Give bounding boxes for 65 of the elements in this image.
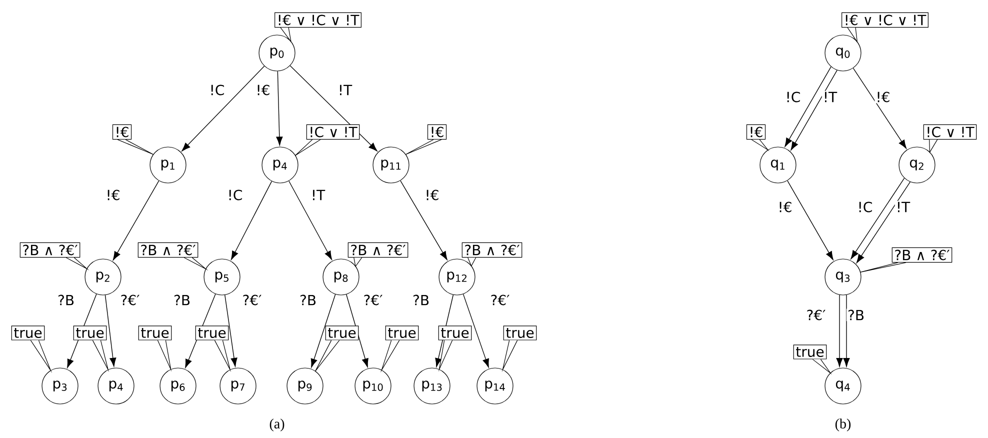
arrow bbox=[852, 68, 907, 149]
arrow bbox=[230, 180, 272, 260]
arrow bbox=[790, 70, 838, 150]
arrow bbox=[276, 70, 283, 146]
edge-label: ?€′ bbox=[362, 294, 384, 306]
callout-box: !€ bbox=[112, 124, 154, 155]
arrow bbox=[310, 294, 336, 368]
callout-box: true bbox=[11, 326, 52, 374]
arrow bbox=[288, 180, 332, 260]
edge-label: !C bbox=[856, 200, 874, 214]
edge-label: ?€′ bbox=[805, 308, 827, 322]
edge-label: !C bbox=[226, 188, 244, 202]
arrow bbox=[400, 180, 448, 260]
edge-label: !T bbox=[336, 84, 354, 96]
edge-label: !€ bbox=[874, 90, 892, 104]
arrow bbox=[856, 182, 910, 264]
edge-label: ?€′ bbox=[489, 294, 511, 306]
edge-label: !T bbox=[822, 90, 838, 104]
callout-box: true bbox=[315, 326, 359, 372]
caption: (b) bbox=[835, 418, 851, 432]
callout-box: true bbox=[438, 326, 472, 372]
edge-label: !€ bbox=[104, 188, 122, 202]
arrow bbox=[182, 66, 265, 152]
callout-box: !C ∨ !T bbox=[923, 124, 977, 154]
edge-label: ?B bbox=[412, 294, 431, 306]
callout-box: !€ ∨ !C ∨ !T bbox=[842, 12, 928, 44]
callout-box: !€ bbox=[746, 124, 770, 152]
edge-label: !T bbox=[310, 188, 326, 202]
arrow bbox=[104, 294, 116, 367]
arrow bbox=[462, 294, 489, 368]
edge-label: !€ bbox=[424, 188, 440, 202]
edge-label: !€ bbox=[776, 200, 794, 214]
arrow bbox=[850, 178, 905, 260]
callout-box: ?B ∧ ?€′ bbox=[20, 242, 90, 270]
edge-label: !T bbox=[894, 200, 912, 214]
arrow bbox=[112, 180, 160, 260]
edge-label: ?B bbox=[172, 294, 192, 306]
callout-box: !C ∨ !T bbox=[295, 124, 360, 156]
edge-label: ?€′ bbox=[241, 294, 263, 306]
edge-label: !€ bbox=[254, 84, 272, 96]
arrow bbox=[224, 294, 238, 367]
edge-label: ?B bbox=[298, 294, 318, 306]
callout-box: true bbox=[502, 326, 537, 372]
callout-box: ?B ∧ ?€′ bbox=[348, 242, 408, 268]
edge-label: !C bbox=[784, 90, 802, 104]
arrow bbox=[784, 66, 832, 147]
callout-box: true bbox=[195, 326, 232, 372]
callout-box: true bbox=[138, 326, 172, 372]
callout-box: ?B ∧ ?€′ bbox=[462, 242, 522, 267]
callout-box: true bbox=[380, 326, 419, 373]
callout-box: ?B ∧ ?€′ bbox=[138, 242, 208, 271]
callout-box: true bbox=[73, 326, 110, 372]
callout-box: true bbox=[793, 344, 832, 375]
arrow bbox=[843, 294, 850, 367]
edge-label: ?B bbox=[846, 308, 866, 322]
caption: (a) bbox=[270, 418, 284, 432]
edge-label: ?B bbox=[56, 294, 76, 306]
callout-box: !€ ∨ !C ∨ !T bbox=[274, 12, 362, 43]
arrow bbox=[836, 294, 843, 367]
callout-box: ?B ∧ ?€′ bbox=[860, 247, 952, 272]
callout-box: !€ bbox=[405, 124, 447, 155]
arrow bbox=[787, 180, 834, 260]
arrow bbox=[290, 65, 378, 152]
edge-label: !C bbox=[208, 84, 226, 96]
edge-label: ?€′ bbox=[119, 294, 141, 306]
